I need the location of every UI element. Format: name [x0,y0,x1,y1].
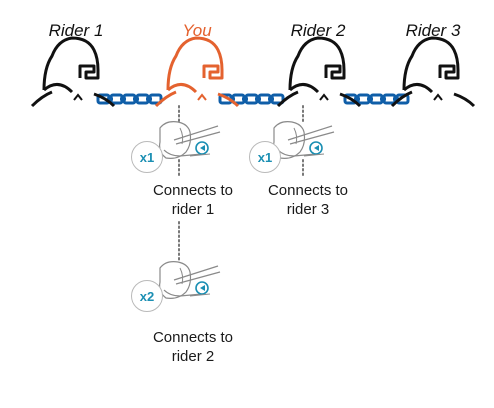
step-caption: Connects to rider 3 [268,181,348,219]
rider-2-label: Rider 2 [290,21,346,40]
caption-line-1: Connects to [152,329,234,346]
rider-1-label: Rider 1 [48,21,104,40]
device-pairing-illustration-1 [158,120,221,160]
caption-line-2: rider 2 [171,348,215,365]
press-count-badge: x2 [131,280,163,312]
caption-line-2: rider 1 [171,201,215,218]
press-count-badge: x1 [249,141,281,173]
chain-rider2-rider3 [343,93,410,105]
rider-2-helmet-icon [276,36,362,108]
device-pairing-illustration-2 [272,120,335,160]
rider-3-helmet-icon [390,36,476,108]
you-helmet-icon [154,36,240,108]
press-count-badge: x1 [131,141,163,173]
rider-3-label: Rider 3 [405,21,461,40]
step-caption: Connects to rider 1 [153,181,233,219]
dotted-connectors [178,105,304,263]
chain-rider1-you [96,93,163,105]
caption-line-1: Connects to [152,182,234,199]
device-pairing-illustration-3 [158,260,221,300]
caption-line-2: rider 3 [286,201,330,218]
rider-1-helmet-icon [30,36,116,108]
caption-line-1: Connects to [267,182,349,199]
step-caption: Connects to rider 2 [153,328,233,366]
you-label: You [182,21,212,40]
